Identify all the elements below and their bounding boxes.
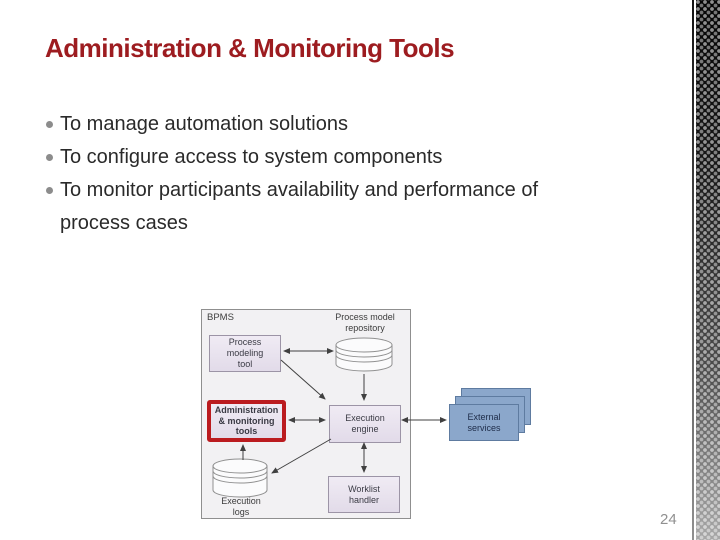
bullet-dot bbox=[46, 121, 53, 128]
node-label-line: Process model bbox=[335, 312, 395, 322]
bpms-container: BPMS Process modeling tool Process model… bbox=[201, 309, 411, 519]
node-label-line: External bbox=[467, 411, 501, 422]
node-label-line: tool bbox=[237, 359, 253, 369]
page-number: 24 bbox=[660, 511, 677, 528]
node-label-line: services bbox=[467, 422, 501, 433]
node-label-line: modeling bbox=[226, 348, 264, 358]
label-process-model-repository: Process model repository bbox=[322, 312, 408, 333]
node-label-line: logs bbox=[232, 506, 250, 517]
bullet-item: To manage automation solutions bbox=[45, 108, 550, 141]
right-pattern-strip bbox=[696, 0, 720, 540]
external-services-front-card: External services bbox=[449, 404, 519, 441]
bpms-label: BPMS bbox=[207, 312, 234, 323]
node-label-line: tools bbox=[235, 426, 258, 437]
node-admin-monitoring-tools: Administration & monitoring tools bbox=[207, 400, 286, 442]
node-label-line: repository bbox=[345, 322, 385, 333]
node-worklist-handler: Worklist handler bbox=[328, 476, 400, 513]
bullet-dot bbox=[46, 187, 53, 194]
label-execution-logs: Execution logs bbox=[206, 496, 276, 517]
node-label-line: handler bbox=[348, 494, 380, 505]
node-label-line: & monitoring bbox=[218, 415, 275, 426]
node-external-services: External services bbox=[449, 388, 531, 443]
node-label-line: Process bbox=[228, 337, 262, 347]
node-label-line: Execution bbox=[345, 413, 385, 423]
bullet-dot bbox=[46, 154, 53, 161]
node-label-line: Administration bbox=[214, 405, 279, 416]
node-process-modeling-tool: Process modeling tool bbox=[209, 335, 281, 372]
node-label-line: engine bbox=[351, 424, 379, 434]
node-label-line: Worklist bbox=[348, 483, 380, 494]
right-edge-line bbox=[692, 0, 694, 540]
bullet-text: To monitor participants availability and… bbox=[60, 179, 539, 234]
bullet-text: To configure access to system components bbox=[60, 146, 443, 168]
slide-title: Administration & Monitoring Tools bbox=[45, 33, 455, 63]
node-label-line: Execution bbox=[221, 496, 261, 506]
bullet-item: To configure access to system components bbox=[45, 141, 550, 174]
bullet-list: To manage automation solutions To config… bbox=[45, 108, 550, 240]
bullet-text: To manage automation solutions bbox=[60, 113, 348, 135]
node-execution-engine: Execution engine bbox=[329, 405, 401, 443]
bullet-item: To monitor participants availability and… bbox=[45, 174, 550, 240]
